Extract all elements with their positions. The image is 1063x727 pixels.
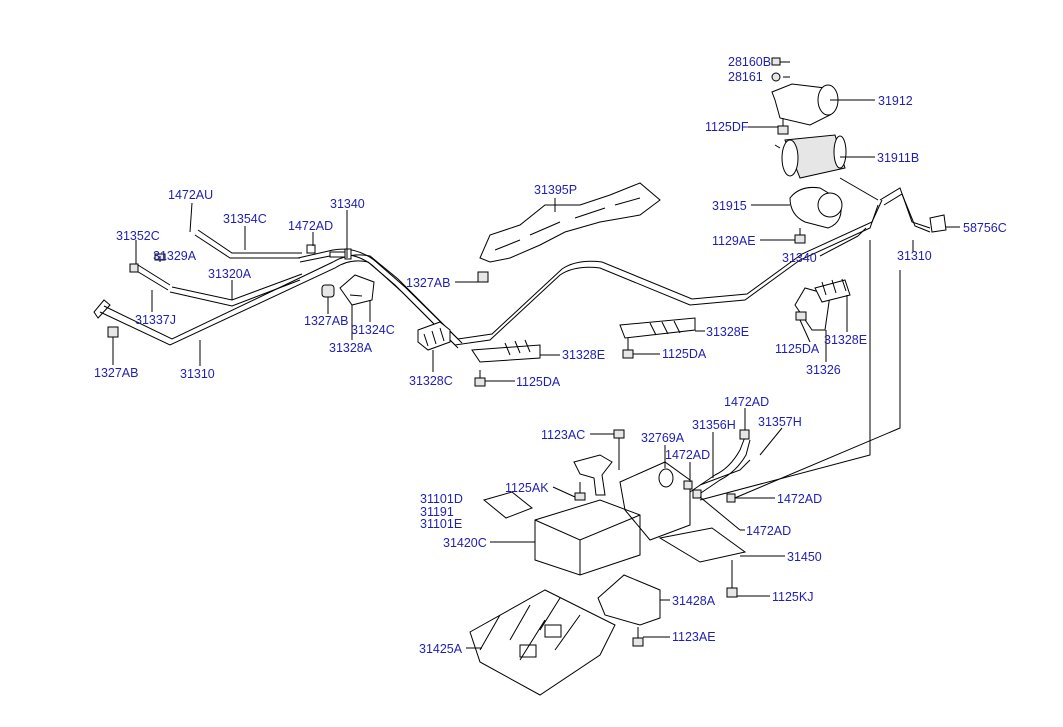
- label-31915: 31915: [712, 199, 747, 213]
- label-1129AE: 1129AE: [712, 234, 756, 248]
- label-31354C: 31354C: [223, 212, 267, 226]
- label-31911B: 31911B: [877, 151, 919, 165]
- label-1327AB-left: 1327AB: [94, 366, 138, 380]
- label-32769A: 32769A: [641, 431, 685, 445]
- grommet-1327AB: [321, 284, 335, 298]
- clip-58756C: [929, 214, 947, 233]
- label-1472AD-top: 1472AD: [288, 219, 333, 233]
- label-28161: 28161: [728, 70, 763, 84]
- label-31310-right: 31310: [897, 249, 932, 263]
- label-31912: 31912: [878, 94, 913, 108]
- clip-31324C: [339, 274, 375, 306]
- label-1125AK: 1125AK: [505, 481, 549, 495]
- label-1472AD-canister-right: 1472AD: [777, 492, 822, 506]
- label-1472AD-canister-top: 1472AD: [724, 395, 769, 409]
- label-28160B: 28160B: [728, 55, 771, 69]
- label-58756C: 58756C: [963, 221, 1007, 235]
- label-31310-left: 31310: [180, 367, 215, 381]
- clamp-31915: [789, 187, 843, 244]
- label-31329A: 31329A: [153, 249, 197, 263]
- label-31328E-far: 31328E: [824, 333, 867, 347]
- label-1125KJ: 1125KJ: [772, 590, 813, 604]
- label-1327AB-mid: 1327AB: [304, 314, 348, 328]
- label-31395P: 31395P: [534, 183, 577, 197]
- label-1125DA-right: 1125DA: [662, 347, 707, 361]
- label-31357H: 31357H: [758, 415, 802, 429]
- label-1327AB-right: 1327AB: [406, 276, 450, 290]
- label-31450: 31450: [787, 550, 822, 564]
- label-31320A: 31320A: [208, 267, 252, 281]
- label-31328C: 31328C: [409, 374, 453, 388]
- label-31328E-right: 31328E: [706, 325, 749, 339]
- leader-lines: [112, 61, 960, 649]
- label-31356H: 31356H: [692, 418, 736, 432]
- label-31340-right: 31340: [782, 251, 817, 265]
- label-31324C: 31324C: [351, 323, 395, 337]
- label-31328A: 31328A: [329, 341, 373, 355]
- label-31328E-mid: 31328E: [562, 348, 605, 362]
- label-1125DF: 1125DF: [705, 120, 749, 134]
- label-31420C: 31420C: [443, 536, 487, 550]
- label-31337J: 31337J: [135, 313, 176, 327]
- clip-31328C: [417, 321, 451, 351]
- label-31326: 31326: [806, 363, 841, 377]
- label-1123AE: 1123AE: [672, 630, 716, 644]
- part-labels: 28160B 28161 31912 1125DF 31911B 31395P …: [94, 55, 1007, 656]
- label-31425A: 31425A: [419, 642, 463, 656]
- label-31352C: 31352C: [116, 229, 160, 243]
- skid-plate-31425A: [469, 589, 616, 696]
- label-31428A: 31428A: [672, 594, 716, 608]
- fuel-filter-assembly: [771, 57, 847, 179]
- label-1472AD-canister-low: 1472AD: [746, 524, 791, 538]
- label-1123AC: 1123AC: [541, 428, 585, 442]
- label-1125DA-far: 1125DA: [775, 342, 820, 356]
- label-1472AD-canister-mid: 1472AD: [665, 448, 710, 462]
- label-1125DA-mid: 1125DA: [516, 375, 561, 389]
- heat-protector-31428A: [597, 574, 661, 647]
- label-31101E: 31101E: [420, 517, 462, 531]
- label-31191: 31191: [420, 505, 454, 519]
- label-31340-left: 31340: [330, 197, 365, 211]
- connectors-31340: [306, 244, 352, 260]
- label-1472AU: 1472AU: [168, 188, 213, 202]
- canister-assembly: [482, 429, 751, 598]
- label-31101D: 31101D: [420, 492, 463, 506]
- bracket-31326: [794, 278, 851, 331]
- clip-31328E-mid: [471, 339, 541, 387]
- bracket-31395P: [477, 182, 661, 283]
